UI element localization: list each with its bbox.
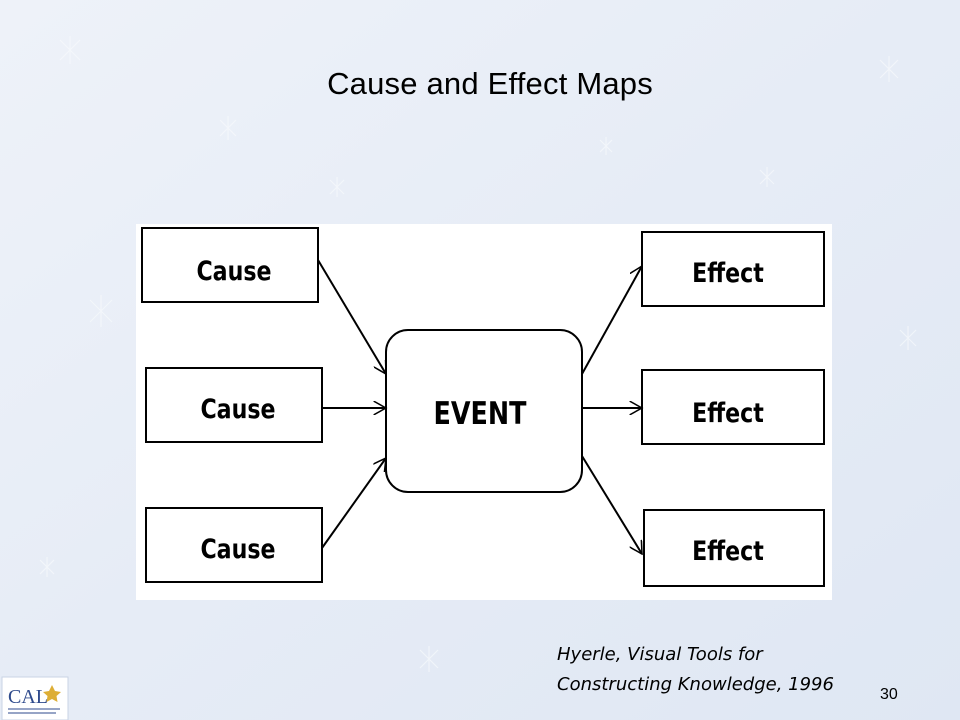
cause-label-1: Cause [196, 255, 271, 287]
effect-box-1: Effect [641, 231, 825, 307]
arrow-cause1-event [317, 259, 387, 374]
citation-line-2: Constructing Knowledge, 1996 [557, 674, 834, 695]
cause-box-3: Cause [145, 507, 323, 583]
cause-label-3: Cause [200, 533, 275, 565]
citation-line-1: Hyerle, Visual Tools for [557, 644, 763, 665]
effect-box-2: Effect [641, 369, 825, 445]
slide-title: Cause and Effect Maps [327, 66, 653, 101]
cause-box-2: Cause [145, 367, 323, 443]
logo-text: CAL [8, 686, 48, 708]
effect-label-3: Effect [692, 535, 764, 567]
page-number: 30 [880, 686, 898, 703]
arrow-cause3-event [321, 458, 386, 549]
event-label: EVENT [434, 396, 528, 432]
arrow-event-effect1 [581, 266, 643, 375]
arrow-event-effect3 [581, 455, 643, 554]
cause-effect-diagram: Cause Cause Cause EVENT Effect [136, 224, 832, 600]
diagram-canvas: Cause Cause Cause EVENT Effect [141, 227, 825, 587]
citation: Hyerle, Visual Tools for Constructing Kn… [557, 640, 834, 700]
cause-label-2: Cause [200, 393, 275, 425]
effect-label-1: Effect [692, 257, 764, 289]
event-box: EVENT [385, 329, 583, 493]
effect-box-3: Effect [643, 509, 825, 587]
cal-logo: CAL [1, 676, 69, 720]
cause-box-1: Cause [141, 227, 319, 303]
effect-label-2: Effect [692, 397, 764, 429]
